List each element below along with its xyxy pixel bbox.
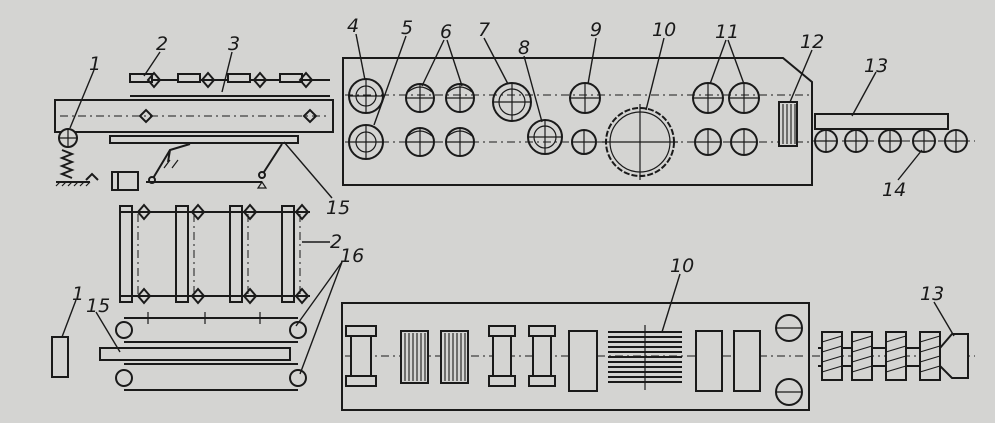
stand-front-view xyxy=(342,57,813,186)
roll-7 xyxy=(492,82,532,122)
callout-2-top: 2 xyxy=(156,33,168,55)
callout-4: 4 xyxy=(347,15,359,37)
gear-10-plan xyxy=(608,325,682,390)
callout-10-bottom: 10 xyxy=(670,255,694,277)
callout-3: 3 xyxy=(228,33,240,55)
rolls-6 xyxy=(405,83,475,157)
rail-bracket xyxy=(129,71,318,124)
spool-roll xyxy=(488,325,556,387)
roll-8 xyxy=(527,119,563,155)
callout-16: 16 xyxy=(340,245,364,267)
callout-5: 5 xyxy=(401,17,413,39)
conveyor-plan-view xyxy=(119,203,310,305)
gear-10 xyxy=(602,104,678,180)
hatched-roll xyxy=(400,330,469,384)
spool-roll xyxy=(345,325,377,387)
callout-6: 6 xyxy=(440,21,452,43)
roll-9 xyxy=(569,82,601,114)
roller-plan-view xyxy=(812,331,975,381)
block-12 xyxy=(778,101,798,147)
callout-1-top: 1 xyxy=(89,53,101,75)
callout-2-mid: 2 xyxy=(330,231,342,253)
callout-8: 8 xyxy=(518,37,530,59)
callout-1-bottom: 1 xyxy=(72,283,84,305)
callout-11: 11 xyxy=(715,21,739,43)
callout-7: 7 xyxy=(478,19,490,41)
callout-13-top: 13 xyxy=(864,55,888,77)
roll-5 xyxy=(348,124,384,160)
callout-9: 9 xyxy=(590,19,602,41)
callout-15-mid: 15 xyxy=(326,197,350,219)
chain-conveyor-plan xyxy=(51,312,307,391)
rolls-11 xyxy=(692,82,760,156)
roll-4 xyxy=(348,78,384,114)
stand-plan-view xyxy=(341,302,810,411)
callout-14: 14 xyxy=(882,179,906,201)
callout-10-top: 10 xyxy=(652,19,676,41)
roller-table xyxy=(812,113,975,153)
callout-labels: 1 2 3 4 5 6 7 8 9 10 11 12 13 14 15 2 16… xyxy=(72,15,944,317)
callout-13-bottom: 13 xyxy=(920,283,944,305)
callout-15-bottom: 15 xyxy=(86,295,110,317)
callout-leaders xyxy=(61,33,955,375)
conveyor-side-view xyxy=(54,71,334,191)
callout-12: 12 xyxy=(800,31,824,53)
